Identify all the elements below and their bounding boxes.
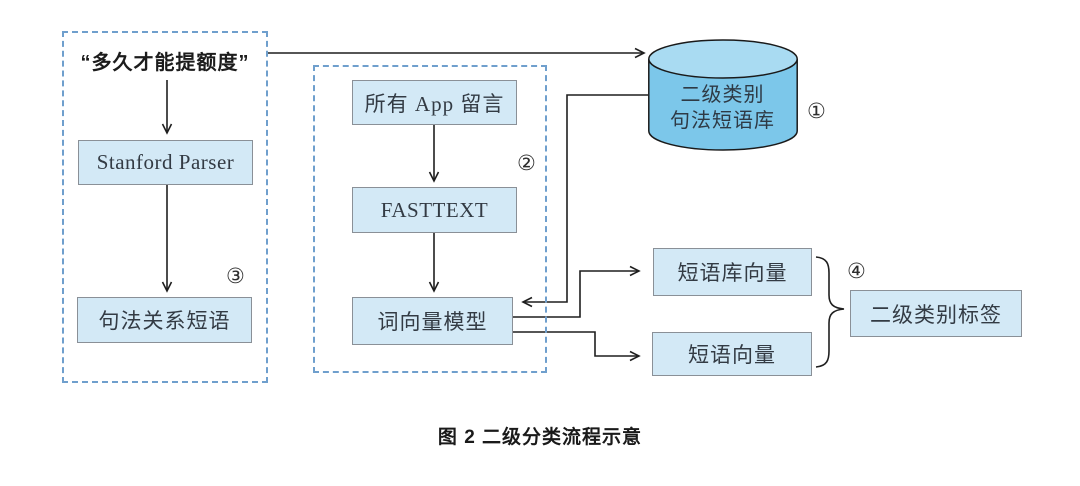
vector-branch-panel [313, 65, 547, 373]
arrow-panel-to-library [268, 47, 646, 59]
badge-3: ③ [226, 264, 245, 288]
stanford-parser-box: Stanford Parser [78, 140, 253, 185]
badge-1: ① [807, 99, 826, 123]
badge-4: ④ [847, 259, 866, 283]
phrase-library-vector-box: 短语库向量 [653, 248, 812, 296]
database-cylinder-shape [648, 39, 798, 151]
arrow-parser-to-syntax-phrase [161, 185, 173, 293]
app-messages-box: 所有 App 留言 [352, 80, 517, 125]
phrase-library-cylinder: 二级类别 句法短语库 [648, 82, 797, 134]
query-text: “多久才能提额度” [80, 51, 250, 74]
arrow-model-to-phrase-vector [513, 331, 641, 362]
word-vector-model-box: 词向量模型 [352, 297, 513, 345]
figure-caption: 图 2 二级分类流程示意 [437, 427, 643, 448]
arrow-messages-to-fasttext [428, 125, 440, 183]
arrow-query-to-parser [161, 80, 173, 135]
syntax-phrase-box: 句法关系短语 [77, 297, 252, 343]
secondary-label-box: 二级类别标签 [850, 290, 1022, 337]
phrase-library-line2: 句法短语库 [670, 110, 775, 132]
grouping-brace [815, 256, 845, 368]
phrase-library-line1: 二级类别 [680, 84, 765, 106]
syntax-branch-panel [62, 31, 268, 383]
fasttext-box: FASTTEXT [352, 187, 517, 233]
arrow-fasttext-to-model [428, 233, 440, 293]
badge-2: ② [517, 151, 536, 175]
phrase-vector-box: 短语向量 [652, 332, 812, 376]
